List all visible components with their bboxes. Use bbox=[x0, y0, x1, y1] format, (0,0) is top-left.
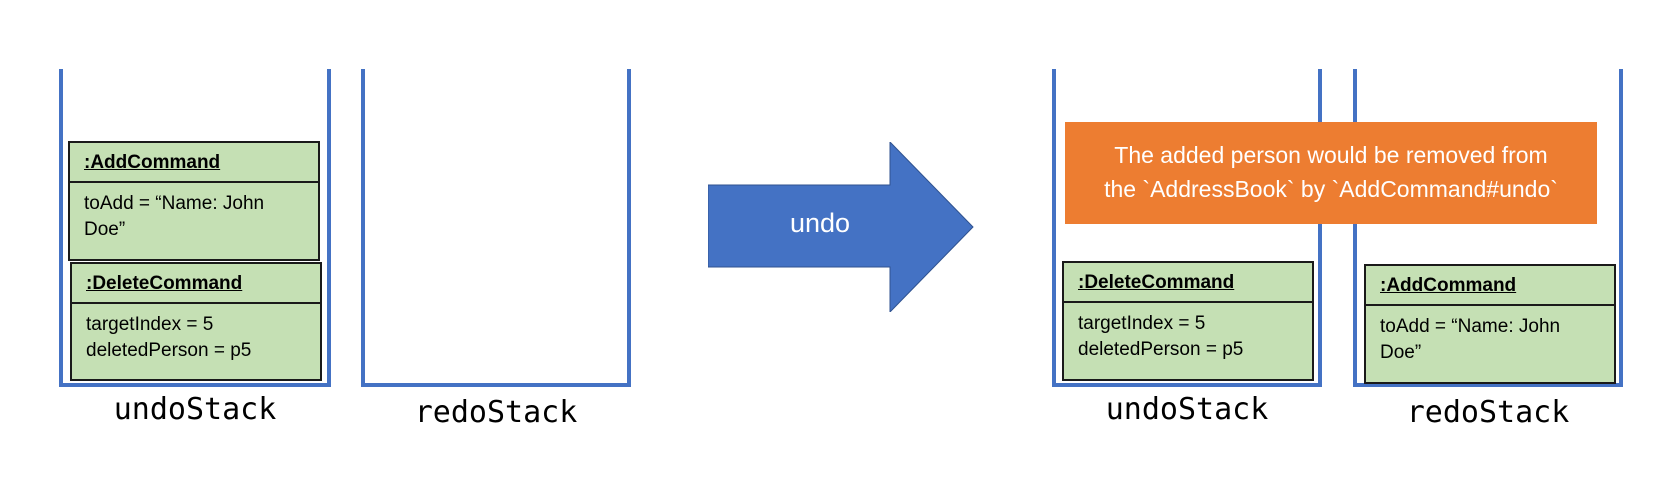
undo-explanation-note: The added person would be removed from t… bbox=[1065, 122, 1597, 224]
add-command-fields: toAdd = “Name: John Doe” bbox=[70, 183, 318, 243]
note-line: the `AddressBook` by `AddCommand#undo` bbox=[1104, 176, 1558, 202]
delete-command-field-line: targetIndex = 5 bbox=[86, 314, 214, 335]
undo-stack-before-label: undoStack bbox=[113, 392, 277, 427]
redo-stack-after-label: redoStack bbox=[1406, 395, 1570, 430]
add-command-title: :AddCommand bbox=[1366, 266, 1614, 306]
add-command-field-line: toAdd = “Name: John bbox=[1380, 316, 1561, 337]
undo-stack-before bbox=[59, 69, 331, 387]
add-command-fields: toAdd = “Name: John Doe” bbox=[1366, 306, 1614, 366]
delete-command-box-after: :DeleteCommand targetIndex = 5 deletedPe… bbox=[1062, 261, 1314, 381]
right-arrow-icon bbox=[708, 142, 974, 312]
delete-command-field-line: deletedPerson = p5 bbox=[86, 340, 252, 361]
delete-command-field-line: deletedPerson = p5 bbox=[1078, 339, 1244, 360]
undo-stack-after bbox=[1052, 69, 1322, 387]
delete-command-fields: targetIndex = 5 deletedPerson = p5 bbox=[72, 304, 320, 364]
note-line: The added person would be removed from bbox=[1114, 142, 1548, 168]
redo-stack-after bbox=[1353, 69, 1623, 387]
delete-command-title: :DeleteCommand bbox=[1064, 263, 1312, 303]
add-command-field-line: Doe” bbox=[84, 219, 126, 240]
delete-command-fields: targetIndex = 5 deletedPerson = p5 bbox=[1064, 303, 1312, 363]
delete-command-title: :DeleteCommand bbox=[72, 264, 320, 304]
redo-stack-before-label: redoStack bbox=[414, 395, 578, 430]
undo-stack-after-label: undoStack bbox=[1105, 392, 1269, 427]
add-command-field-line: toAdd = “Name: John bbox=[84, 193, 265, 214]
undo-arrow-label: undo bbox=[789, 208, 851, 238]
add-command-box-before: :AddCommand toAdd = “Name: John Doe” bbox=[68, 141, 320, 261]
add-command-title: :AddCommand bbox=[70, 143, 318, 183]
delete-command-field-line: targetIndex = 5 bbox=[1078, 313, 1206, 334]
add-command-box-after: :AddCommand toAdd = “Name: John Doe” bbox=[1364, 264, 1616, 384]
redo-stack-before bbox=[361, 69, 631, 387]
add-command-field-line: Doe” bbox=[1380, 342, 1422, 363]
delete-command-box-before: :DeleteCommand targetIndex = 5 deletedPe… bbox=[70, 262, 322, 381]
